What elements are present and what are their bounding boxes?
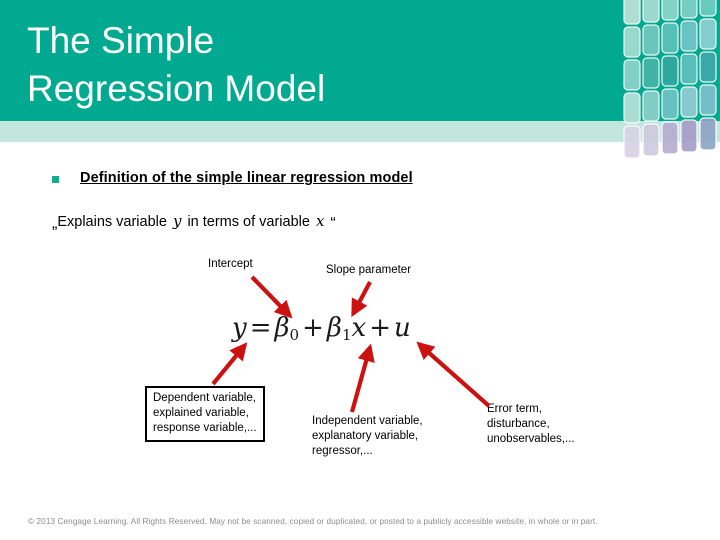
- callout-error-term: Error term, disturbance, unobservables,.…: [487, 403, 575, 445]
- close-quote: “: [330, 215, 336, 232]
- open-quote: „: [52, 215, 58, 232]
- equation-lhs-y: y: [232, 313, 247, 343]
- callout-independent-variable: Independent variable, explanatory variab…: [312, 415, 423, 457]
- equation-beta0: β: [274, 313, 290, 343]
- quote-text-middle: in terms of variable: [187, 214, 310, 230]
- quote-variable-y: y: [172, 212, 182, 230]
- arrow-independent-to-x: [349, 343, 375, 413]
- bullet-square-icon: [52, 176, 59, 183]
- equation-beta1-subscript: 1: [341, 325, 352, 344]
- copyright-footer: © 2013 Cengage Learning. All Rights Rese…: [28, 517, 598, 526]
- bullet-heading: Definition of the simple linear regressi…: [80, 170, 413, 186]
- equation-equals: =: [249, 313, 272, 343]
- regression-equation: y=β0+β1x+u: [232, 313, 411, 344]
- definition-quote-line: „Explains variable y in terms of variable x…: [52, 212, 336, 233]
- equation-beta0-subscript: 0: [289, 325, 300, 344]
- arrow-intercept-to-beta0: [250, 275, 293, 319]
- equation-plus-1: +: [302, 313, 324, 343]
- callout-intercept: Intercept: [208, 258, 253, 270]
- keyboard-keys-svg: [623, 0, 717, 159]
- equation-variable-x: x: [351, 313, 367, 343]
- equation-error-u: u: [394, 313, 411, 343]
- quote-variable-x: x: [315, 212, 325, 230]
- header-band: [0, 0, 720, 121]
- arrow-error-to-u: [416, 341, 491, 408]
- equation-plus-2: +: [369, 313, 392, 343]
- callout-slope-parameter: Slope parameter: [326, 264, 412, 276]
- callout-dependent-variable-box: Dependent variable, explained variable, …: [145, 386, 265, 442]
- keyboard-keys-decoration-image: [622, 0, 720, 172]
- header-accent-band: [0, 121, 720, 142]
- page-title: The Simple Regression Model: [27, 20, 326, 109]
- quote-text-before: Explains variable: [57, 214, 167, 230]
- equation-beta1: β: [326, 313, 342, 343]
- arrow-slope-to-beta1: [351, 281, 372, 318]
- arrow-dependent-to-y: [211, 342, 248, 386]
